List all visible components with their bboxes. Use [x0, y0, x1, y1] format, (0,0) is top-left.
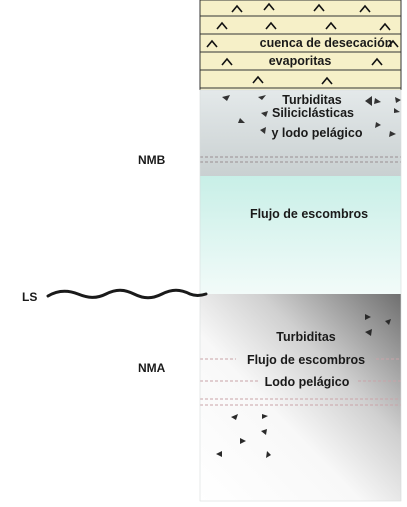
- upper-unit-dashed-beds: [200, 156, 401, 163]
- ls-label: LS: [22, 290, 37, 304]
- upper-unit-clast-symbols: [222, 95, 401, 137]
- evaporite-bed-lines: [199, 0, 402, 90]
- lower-unit-dashed-beds: [200, 358, 401, 406]
- nmb-label: NMB: [138, 153, 166, 167]
- evaporite-caret-symbols: [206, 2, 399, 85]
- upper-unit-label-pelagic-mud: y lodo pelágico: [272, 126, 363, 140]
- debris-unit-label: Flujo de escombros: [250, 207, 368, 221]
- lower-unit-label-pelagic-mud: Lodo pelágico: [265, 375, 350, 389]
- nma-label: NMA: [138, 361, 166, 375]
- evaporite-label-desiccation-basin: cuenca de desecación: [260, 36, 393, 50]
- debris-unit-fill: [200, 176, 401, 294]
- lower-unit-fill: [200, 294, 401, 501]
- debris-flow-unit: Flujo de escombros: [200, 176, 401, 294]
- upper-unit-label-siliciclastic: Siliciclásticas: [272, 106, 354, 120]
- lower-unit-label-debris-flow: Flujo de escombros: [247, 353, 365, 367]
- upper-unit-label-turbidites: Turbiditas: [282, 93, 342, 107]
- lower-unit: Turbiditas Flujo de escombros Lodo pelág…: [200, 294, 401, 501]
- upper-turbidite-unit: Turbiditas Siliciclásticas y lodo pelági…: [200, 90, 401, 176]
- evaporite-unit-fill: [200, 0, 401, 90]
- ls-wavy-surface-line: [46, 288, 208, 300]
- evaporite-label-evaporites: evaporitas: [269, 54, 332, 68]
- lower-unit-label-turbidites: Turbiditas: [276, 330, 336, 344]
- evaporite-unit: cuenca de desecación evaporitas: [199, 0, 402, 90]
- lower-unit-clast-symbols: [216, 314, 391, 458]
